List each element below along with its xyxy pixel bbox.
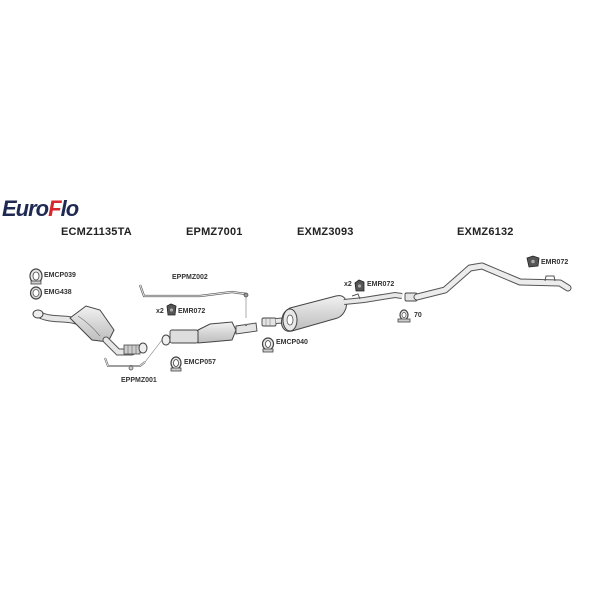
section-title-tailpipe[interactable]: EXMZ6132 [457,226,514,238]
sensor-pipe-icon[interactable] [104,339,163,371]
part-qty-emr072: x2 [156,308,164,315]
section-title-catalyst[interactable]: EPMZ7001 [186,226,243,238]
clamp-icon[interactable] [29,268,43,285]
rubber-mount-icon[interactable] [526,255,540,268]
part-label-emr072[interactable]: EMR072 [178,308,206,315]
centre-silencer-icon[interactable] [261,291,403,332]
logo-text-main: Euro [2,196,49,221]
part-label-emr072[interactable]: EMR072 [367,281,395,288]
logo-text-tail: lo [60,196,80,221]
clamp-icon[interactable] [170,356,182,372]
part-label-emcp040[interactable]: EMCP040 [276,339,308,346]
u-clamp-icon[interactable] [397,309,411,323]
rubber-mount-icon[interactable] [354,279,365,292]
gasket-icon[interactable] [29,286,43,300]
part-label-emcp039[interactable]: EMCP039 [44,272,76,279]
section-title-catalytic-front[interactable]: ECMZ1135TA [61,226,132,238]
logo-text-accent: F [48,196,61,221]
part-qty-emr072: x2 [344,281,352,288]
part-label-eppmz001[interactable]: EPPMZ001 [121,377,157,384]
part-label-emr072[interactable]: EMR072 [541,259,569,266]
catalyst-icon[interactable] [161,321,258,346]
section-title-centre-silencer[interactable]: EXMZ3093 [297,226,354,238]
part-label-emg438[interactable]: EMG438 [44,289,72,296]
clamp-icon[interactable] [261,337,275,353]
front-catalytic-converter-icon[interactable] [32,305,148,356]
rubber-mount-icon[interactable] [166,303,177,316]
part-label-70[interactable]: 70 [414,312,422,319]
tailpipe-icon[interactable] [404,262,572,302]
euroflo-logo: EuroFlo [2,196,80,222]
part-label-eppmz002[interactable]: EPPMZ002 [172,274,208,281]
part-label-emcp057[interactable]: EMCP057 [184,359,216,366]
sensor-pipe-icon[interactable] [138,284,249,318]
